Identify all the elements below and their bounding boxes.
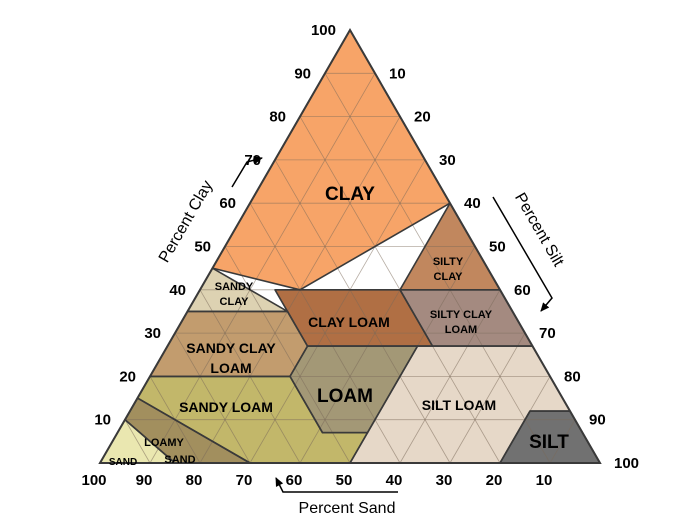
region-label-sandy-clay: SANDY bbox=[215, 281, 254, 293]
region-label-silt-loam: SILT LOAM bbox=[422, 397, 496, 413]
clay-axis-arrow-icon bbox=[231, 156, 263, 188]
region-label-silt: SILT bbox=[529, 432, 569, 453]
grid-line bbox=[124, 419, 151, 464]
region-label-clay: CLAY bbox=[325, 184, 375, 205]
clay-tick-label: 80 bbox=[269, 109, 286, 126]
region-loam bbox=[290, 346, 418, 433]
region-label-sandy-clay-loam: LOAM bbox=[210, 360, 251, 376]
grid-line bbox=[449, 332, 526, 464]
region-label-sandy-loam: SANDY LOAM bbox=[179, 399, 273, 415]
grid-line bbox=[324, 73, 551, 464]
silt-tick-label: 90 bbox=[589, 412, 606, 429]
sand-axis-title: Percent Sand bbox=[299, 500, 396, 517]
sand-tick-label: 60 bbox=[286, 472, 303, 489]
grid-line bbox=[249, 159, 426, 464]
region-silt-loam bbox=[350, 346, 570, 463]
clay-tick-label: 10 bbox=[94, 412, 111, 429]
clay-tick-label: 60 bbox=[219, 195, 236, 212]
silt-tick-label: 50 bbox=[489, 239, 506, 256]
sand-tick-label: 30 bbox=[436, 472, 453, 489]
silt-tick-label: 30 bbox=[439, 152, 456, 169]
clay-tick-label: 40 bbox=[169, 282, 186, 299]
sand-tick-label: 70 bbox=[236, 472, 253, 489]
silt-axis-arrow-icon bbox=[492, 196, 553, 312]
region-label-silty-clay: CLAY bbox=[434, 271, 464, 283]
region-label-sandy-clay: CLAY bbox=[220, 296, 250, 308]
grid-line bbox=[149, 73, 376, 464]
region-silt bbox=[500, 411, 600, 463]
silt-tick-label: 70 bbox=[539, 325, 556, 342]
region-labels: CLAY SILTY CLAY SANDY CLAY CLAY LOAM SIL… bbox=[109, 184, 569, 468]
sand-tick-label: 90 bbox=[136, 472, 153, 489]
grid-line bbox=[549, 419, 576, 464]
silt-tick-label: 10 bbox=[389, 65, 406, 82]
triangle-outline bbox=[98, 28, 602, 464]
sand-tick-label: 20 bbox=[486, 472, 503, 489]
region-loamy-sand bbox=[125, 398, 250, 463]
clay-tick-label: 50 bbox=[194, 239, 211, 256]
silt-tick-label: 100 bbox=[614, 455, 639, 472]
region-label-loamy-sand: SAND bbox=[164, 454, 195, 466]
region-label-sand: SAND bbox=[109, 457, 137, 468]
sand-tick-label: 80 bbox=[186, 472, 203, 489]
tick-labels: 10 20 30 40 50 60 70 80 90 100 10 20 30 40 50 60 70 80 90 1… bbox=[81, 22, 639, 489]
region-label-loam: LOAM bbox=[317, 386, 373, 407]
sand-axis-title-group: Percent Sand bbox=[275, 477, 398, 517]
grid-line bbox=[399, 289, 501, 464]
sand-tick-label: 100 bbox=[81, 472, 106, 489]
clay-tick-label: 100 bbox=[311, 22, 336, 39]
silt-tick-label: 60 bbox=[514, 282, 531, 299]
sand-tick-label: 10 bbox=[536, 472, 553, 489]
sand-tick-label: 40 bbox=[386, 472, 403, 489]
sand-axis-arrow-icon bbox=[275, 477, 398, 493]
region-label-loamy-sand: LOAMY bbox=[144, 437, 184, 449]
clay-tick-label: 20 bbox=[119, 368, 136, 385]
region-sandy-clay-loam bbox=[150, 311, 308, 377]
region-label-clay-loam: CLAY LOAM bbox=[308, 314, 390, 330]
silt-axis-title: Percent Silt bbox=[511, 190, 567, 270]
region-label-sandy-clay-loam: SANDY CLAY bbox=[186, 340, 276, 356]
clay-tick-label: 30 bbox=[144, 325, 161, 342]
silt-tick-label: 20 bbox=[414, 109, 431, 126]
grid-line bbox=[224, 246, 351, 464]
sand-tick-label: 50 bbox=[336, 472, 353, 489]
region-clay-loam bbox=[275, 289, 433, 347]
silt-tick-label: 80 bbox=[564, 368, 581, 385]
region-label-silty-clay: SILTY bbox=[433, 256, 464, 268]
grid-line bbox=[274, 159, 451, 464]
grid-line bbox=[174, 332, 251, 464]
clay-tick-label: 90 bbox=[294, 65, 311, 82]
silt-tick-label: 40 bbox=[464, 195, 481, 212]
region-label-silty-clay-loam: LOAM bbox=[445, 324, 477, 336]
region-label-silty-clay-loam: SILTY CLAY bbox=[430, 309, 493, 321]
